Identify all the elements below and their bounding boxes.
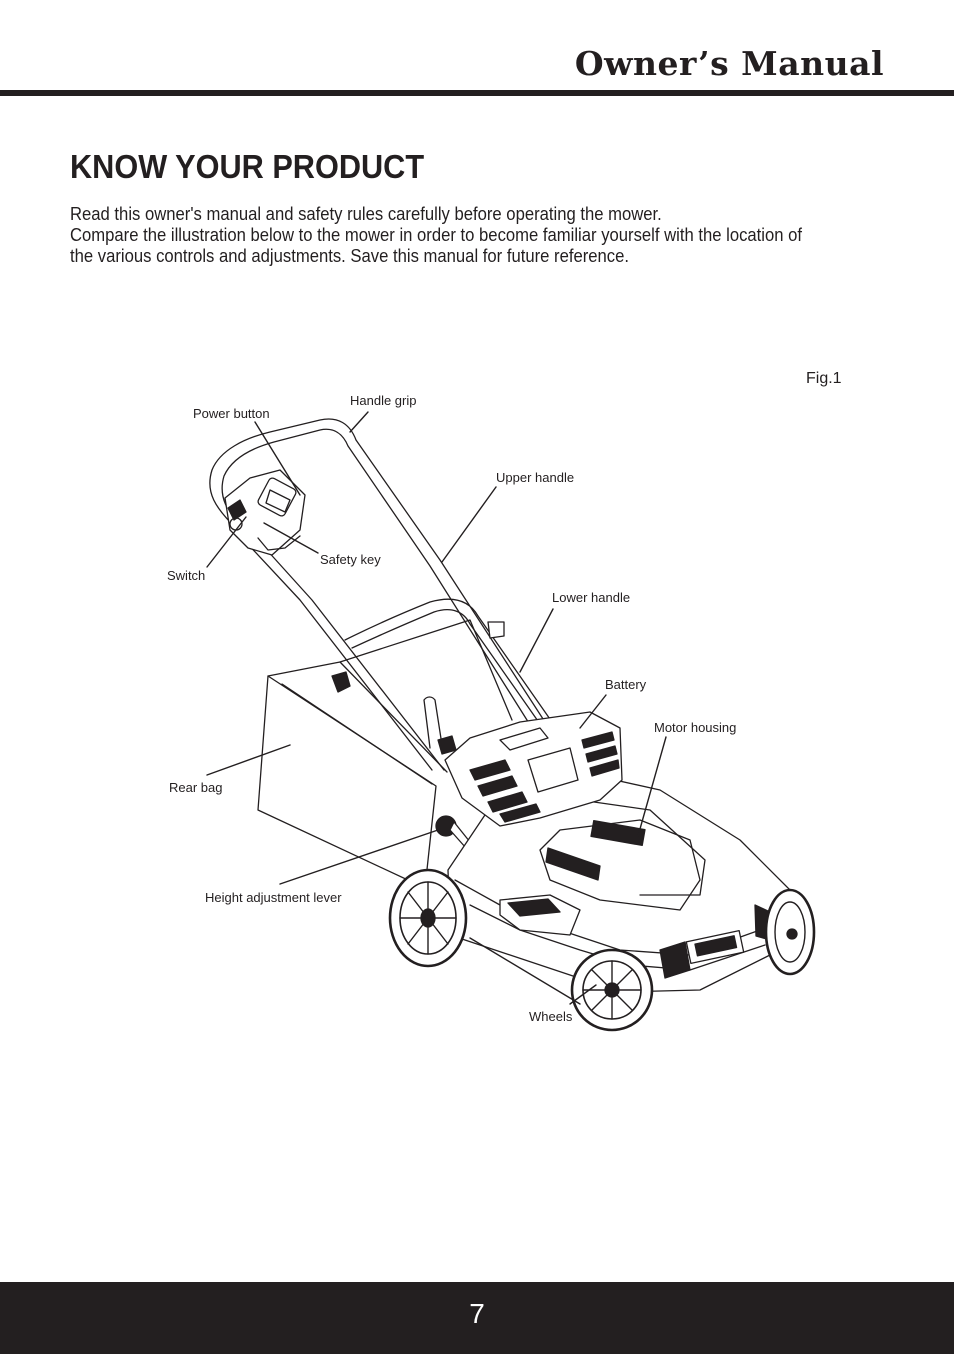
intro-paragraph-1: Read this owner's manual and safety rule… (70, 203, 662, 224)
mower-deck-drawing (447, 769, 791, 993)
label-height-adjustment-lever: Height adjustment lever (205, 890, 342, 905)
manual-brand-title: Owner’s Manual (574, 44, 884, 83)
label-handle-grip: Handle grip (350, 393, 417, 408)
header-rule (0, 90, 954, 96)
handle-knobs-drawing (331, 621, 505, 849)
intro-text: Read this owner's manual and safety rule… (70, 203, 817, 266)
wheels-drawing (388, 868, 816, 1032)
label-wheels: Wheels (529, 1009, 573, 1024)
footer-bar: 7 (0, 1282, 954, 1354)
battery-drawing (444, 711, 623, 936)
label-rear-bag: Rear bag (169, 780, 222, 795)
leader-lines (206, 411, 667, 1005)
label-power-button: Power button (193, 406, 270, 421)
label-lower-handle: Lower handle (552, 590, 630, 605)
page-number: 7 (469, 1298, 485, 1329)
label-switch: Switch (167, 568, 205, 583)
label-upper-handle: Upper handle (496, 470, 574, 485)
label-battery: Battery (605, 677, 647, 692)
label-safety-key: Safety key (320, 552, 381, 567)
handle-frame-drawing (209, 418, 553, 771)
section-title: KNOW YOUR PRODUCT (70, 148, 425, 185)
label-motor-housing: Motor housing (654, 720, 736, 735)
figure-caption: Fig.1 (806, 370, 842, 387)
control-box-drawing (224, 469, 306, 556)
intro-paragraph-2: Compare the illustration below to the mo… (70, 224, 803, 266)
